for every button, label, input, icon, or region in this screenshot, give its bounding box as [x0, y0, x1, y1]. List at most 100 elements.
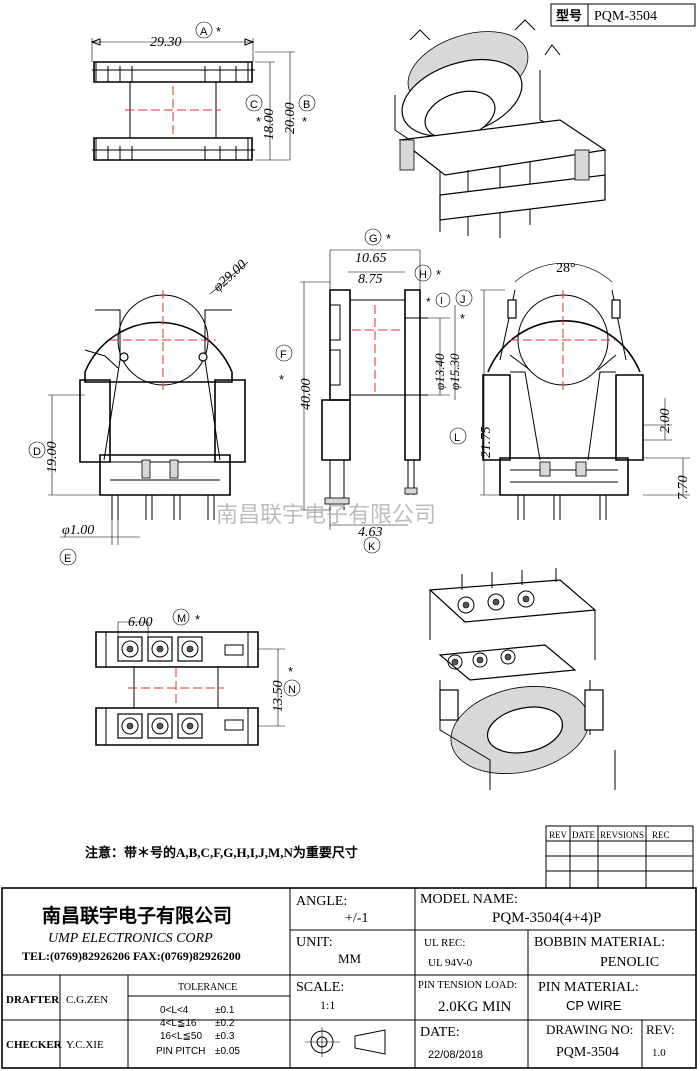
drawing-no-value: PQM-3504 — [556, 1045, 619, 1060]
dim-M-value: 6.00 — [128, 615, 153, 630]
dim-A-letter: A — [200, 26, 208, 38]
checker-label: CHECKER — [6, 1039, 63, 1051]
dim-dia29: φ29.00 — [211, 258, 250, 295]
dim-F-star: * — [279, 372, 284, 387]
tolerance-label: TOLERANCE — [178, 982, 237, 993]
tol-value-4: ±0.05 — [215, 1046, 240, 1057]
dim-L-letter: L — [454, 432, 460, 444]
rev-label: REV: — [646, 1022, 675, 1037]
dim-N-letter: N — [288, 684, 296, 696]
tol-value-1: ±0.1 — [215, 1005, 235, 1016]
dim-B-star: * — [302, 114, 307, 129]
dim-H-star: * — [436, 267, 441, 282]
header-model-box: 型号 PQM-3504 — [550, 3, 696, 27]
view-side-top: 29.30 A * 18.00 C * 20.00 B * — [90, 21, 316, 161]
angle-value: +/-1 — [345, 911, 368, 926]
pin-material-value: CP WIRE — [566, 998, 622, 1013]
date-label: DATE: — [420, 1025, 460, 1040]
dim-E-value: φ1.00 — [62, 523, 94, 538]
model-name-value: PQM-3504(4+4)P — [492, 910, 601, 926]
tol-range-2: 4<L≦16 — [160, 1018, 197, 1029]
rev-value: 1.0 — [652, 1047, 666, 1059]
pin-tension-label: PIN TENSION LOAD: — [418, 980, 517, 991]
tol-range-1: 0<L<4 — [160, 1005, 189, 1016]
dim-d200: 2.00 — [658, 409, 673, 434]
tol-range-3: 16<L≦50 — [160, 1031, 202, 1042]
rev-header-rev: REV — [549, 830, 568, 840]
header-model-code: PQM-3504 — [594, 9, 657, 24]
dim-I-letter: I — [440, 296, 443, 307]
tol-value-2: ±0.2 — [215, 1018, 235, 1029]
view-isometric-bottom — [428, 568, 616, 790]
dim-G-star: * — [386, 231, 391, 246]
scale-value: 1:1 — [320, 998, 335, 1012]
watermark: 南昌联宇电子有限公司 — [216, 503, 436, 528]
drawing-no-label: DRAWING NO: — [546, 1022, 633, 1037]
unit-value: MM — [338, 951, 362, 966]
pin-tension-value: 2.0KG MIN — [438, 999, 511, 1015]
view-bottom: 6.00 M * 13.50 N * — [95, 608, 301, 746]
dim-J-value: φ15.30 — [447, 353, 462, 390]
dim-H-letter: H — [419, 269, 427, 281]
dim-B-letter: B — [303, 99, 310, 111]
dim-M-letter: M — [177, 613, 186, 625]
dim-H-value: 8.75 — [358, 272, 383, 287]
dim-I-value: φ13.40 — [432, 353, 447, 390]
dim-K-value: 4.63 — [358, 525, 383, 540]
bobbin-material-label: BOBBIN MATERIAL: — [534, 935, 665, 950]
view-right: 28° 21.75 L 2.00 7.70 — [449, 261, 691, 520]
dim-N-star: * — [288, 664, 293, 679]
tol-range-4: PIN PITCH — [156, 1046, 205, 1057]
revision-table: REV DATE REVSIONS REC — [545, 825, 694, 889]
dim-C-letter: C — [250, 99, 258, 111]
view-middle-side: 10.65 G * 8.75 H * 40.00 F * φ13.40 φ15.… — [275, 228, 473, 554]
date-value: 22/08/2018 — [428, 1049, 483, 1061]
angle-label: ANGLE: — [296, 894, 347, 909]
rev-header-rec: REC — [652, 830, 670, 840]
dim-G-value: 10.65 — [355, 251, 387, 266]
rev-header-date: DATE — [572, 830, 595, 840]
rev-header-revsions: REVSIONS — [600, 830, 644, 840]
header-model-label: 型号 — [556, 8, 582, 23]
tol-value-3: ±0.3 — [215, 1031, 235, 1042]
dim-N-value: 13.50 — [271, 681, 286, 713]
dim-B-value: 20.00 — [283, 103, 298, 135]
dim-C-star: * — [256, 114, 261, 129]
projection-symbol-icon — [305, 1027, 386, 1057]
model-name-label: MODEL NAME: — [420, 892, 518, 907]
company-contact: TEL:(0769)82926206 FAX:(0769)82926200 — [22, 949, 241, 963]
company-name-en: UMP ELECTRONICS CORP — [48, 931, 213, 946]
title-block: 南昌联宇电子有限公司 UMP ELECTRONICS CORP TEL:(076… — [1, 887, 697, 1069]
dim-K-letter: K — [368, 541, 376, 553]
pin-row-top — [117, 636, 203, 662]
dim-A-value: 29.30 — [150, 35, 182, 50]
dim-L-value: 21.75 — [479, 427, 494, 459]
scale-label: SCALE: — [296, 980, 344, 995]
dim-M-star: * — [195, 612, 200, 627]
drafter-value: C.G.ZEN — [66, 994, 108, 1006]
company-name-cn: 南昌联宇电子有限公司 — [42, 904, 232, 927]
bobbin-material-value: PENOLIC — [600, 955, 659, 970]
dim-D-letter: D — [33, 446, 41, 458]
checker-value: Y.C.XIE — [66, 1039, 104, 1051]
unit-label: UNIT: — [296, 935, 333, 950]
view-isometric-top — [394, 19, 607, 238]
drafter-label: DRAFTER — [6, 994, 60, 1006]
ul-rec-label: UL REC: — [424, 937, 465, 949]
pin-material-label: PIN MATERIAL: — [538, 980, 639, 995]
dim-J-letter: J — [460, 294, 466, 306]
pin-row-bottom — [117, 713, 203, 739]
dim-C-value: 18.00 — [262, 109, 277, 141]
ul-rec-value: UL 94V-0 — [428, 957, 473, 969]
note-important-dims: 注意：带＊号的A,B,C,F,G,H,I,J,M,N为重要尺寸 — [85, 845, 358, 860]
dim-E-letter: E — [64, 553, 71, 565]
dim-A-star: * — [216, 24, 221, 39]
dim-G-letter: G — [369, 233, 378, 245]
dim-d770: 7.70 — [676, 476, 691, 501]
dim-I-star: * — [426, 295, 431, 309]
dim-F-letter: F — [280, 349, 287, 361]
dim-F-value: 40.00 — [299, 379, 314, 411]
dim-J-star: * — [460, 311, 465, 326]
dim-angle28: 28° — [556, 261, 576, 276]
